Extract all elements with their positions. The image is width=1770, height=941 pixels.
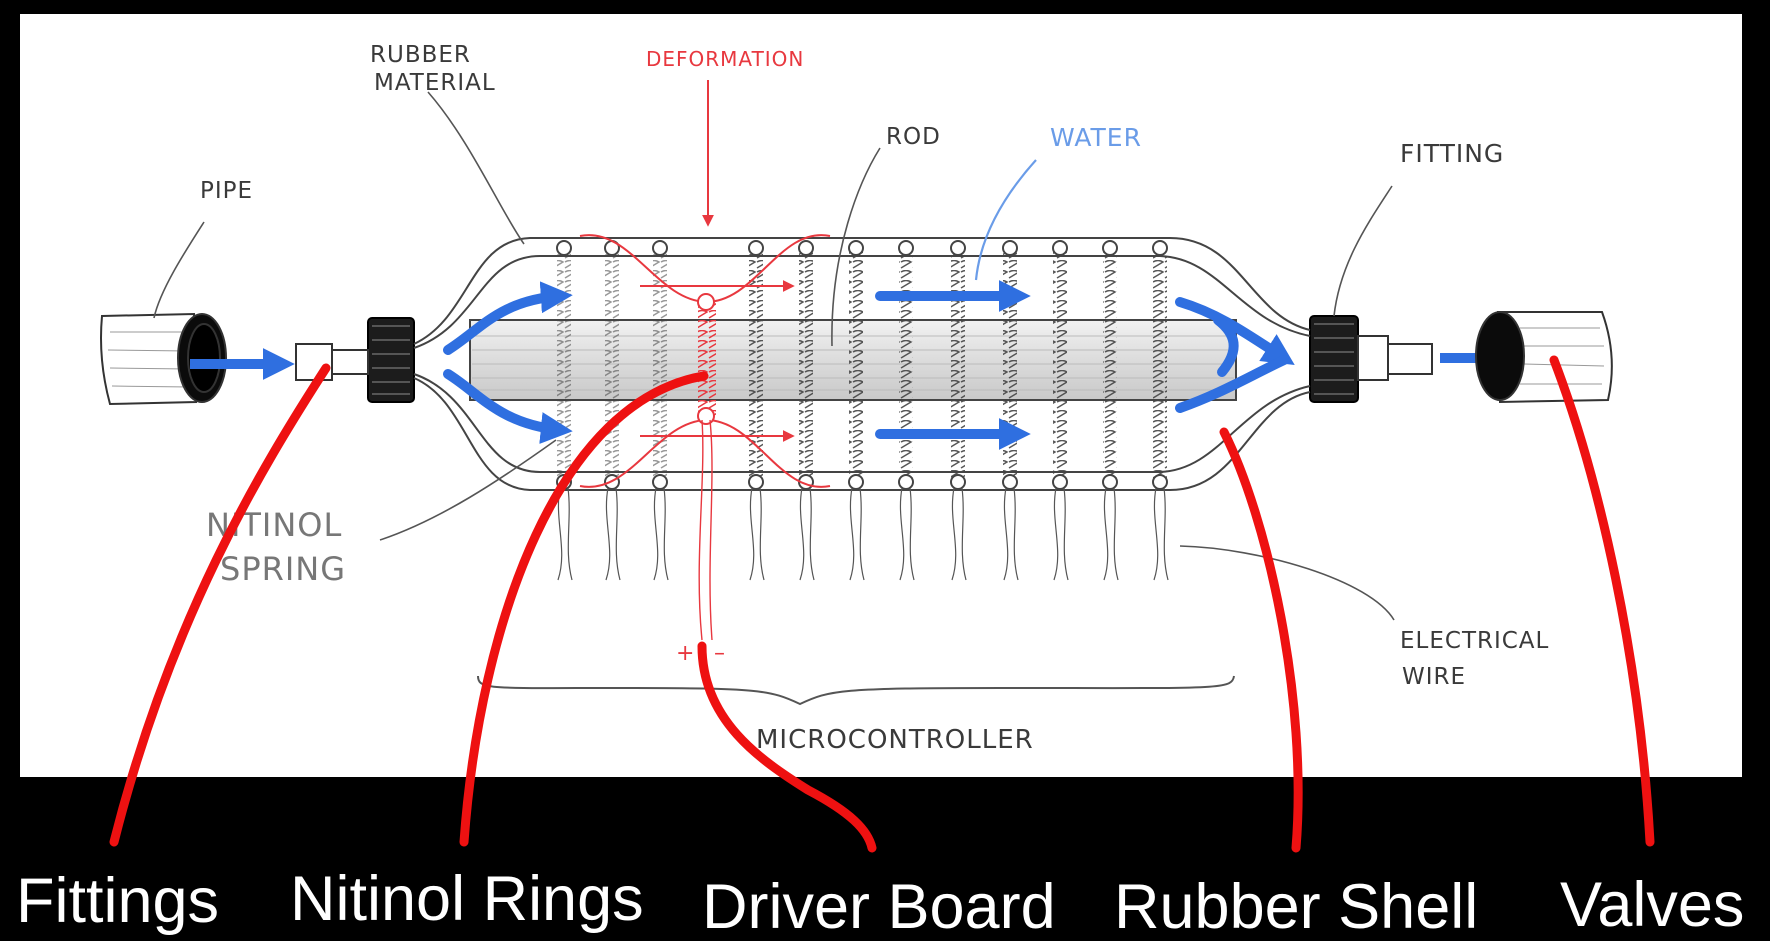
deformation-sketch	[579, 80, 831, 641]
nitinol-springs	[556, 240, 1168, 490]
rubber-material-label-line2: MATERIAL	[374, 70, 496, 96]
spring-coil	[748, 240, 764, 490]
microcontroller-label: MICROCONTROLLER	[756, 725, 1034, 755]
wire-lead	[1013, 487, 1019, 581]
wire-lead	[899, 487, 905, 581]
wire-lead	[859, 487, 865, 581]
electrical-wire-label-line2: WIRE	[1402, 664, 1466, 690]
electrical-wires	[557, 487, 1169, 581]
label-driver-board: Driver Board	[702, 872, 1056, 941]
callout-valves	[1549, 355, 1655, 847]
rubber-material-label: RUBBER	[370, 42, 471, 68]
wire-lead	[1063, 487, 1069, 581]
water-flow-arrows	[443, 279, 1295, 451]
wire-lead	[605, 487, 611, 581]
wire-lead	[1103, 487, 1109, 581]
nitinol-spring-label-line2: SPRING	[220, 550, 346, 588]
wire-lead	[809, 487, 815, 581]
rod-label: ROD	[886, 124, 941, 150]
wire-lead	[1053, 487, 1059, 581]
wire-lead	[615, 487, 621, 581]
callout-fittings	[109, 363, 331, 847]
spring-coil	[1002, 240, 1018, 490]
spring-coil	[652, 240, 668, 490]
spring-coil	[898, 240, 914, 490]
inlet-pipe	[100, 312, 227, 406]
left-fitting	[295, 317, 415, 403]
microcontroller-brace	[477, 675, 1235, 706]
spring-coil	[1102, 240, 1118, 490]
wire-lead	[759, 487, 765, 581]
spring-coil	[1152, 240, 1168, 490]
wire-lead	[799, 487, 805, 581]
deformation-label: DEFORMATION	[646, 47, 804, 71]
spring-coil	[798, 240, 814, 490]
label-valves: Valves	[1560, 870, 1744, 940]
driver-plus-label: +	[676, 641, 695, 666]
wire-lead	[1163, 487, 1169, 581]
callout-driver-board	[697, 641, 877, 853]
wire-lead	[1003, 487, 1009, 581]
outlet-pipe	[1475, 311, 1613, 404]
wire-lead	[849, 487, 855, 581]
callout-nitinol-rings	[459, 371, 709, 847]
wire-lead	[663, 487, 669, 581]
water-label: WATER	[1050, 123, 1142, 152]
wire-lead	[653, 487, 659, 581]
wire-lead	[1113, 487, 1119, 581]
fitting-label: FITTING	[1400, 139, 1504, 168]
wire-lead	[567, 487, 573, 581]
outlet-pipe-opening	[1475, 311, 1525, 401]
driver-minus-label: –	[714, 641, 726, 666]
spring-coil	[556, 240, 572, 490]
electrical-wire-label: ELECTRICAL	[1400, 628, 1549, 654]
spring-coil	[950, 240, 966, 490]
red-callouts	[109, 355, 1655, 853]
wire-lead	[951, 487, 957, 581]
label-rubber-shell: Rubber Shell	[1114, 872, 1478, 941]
pipe-label: PIPE	[200, 178, 253, 204]
callout-rubber-shell	[1219, 427, 1303, 853]
spring-coil	[1052, 240, 1068, 490]
leader-lines	[153, 91, 1395, 621]
wire-lead	[909, 487, 915, 581]
wire-lead	[749, 487, 755, 581]
label-fittings: Fittings	[16, 866, 219, 936]
wire-lead	[1153, 487, 1159, 581]
wire-lead	[961, 487, 967, 581]
spring-coil	[604, 240, 620, 490]
label-nitinol-rings: Nitinol Rings	[290, 864, 644, 934]
spring-coil	[848, 240, 864, 490]
